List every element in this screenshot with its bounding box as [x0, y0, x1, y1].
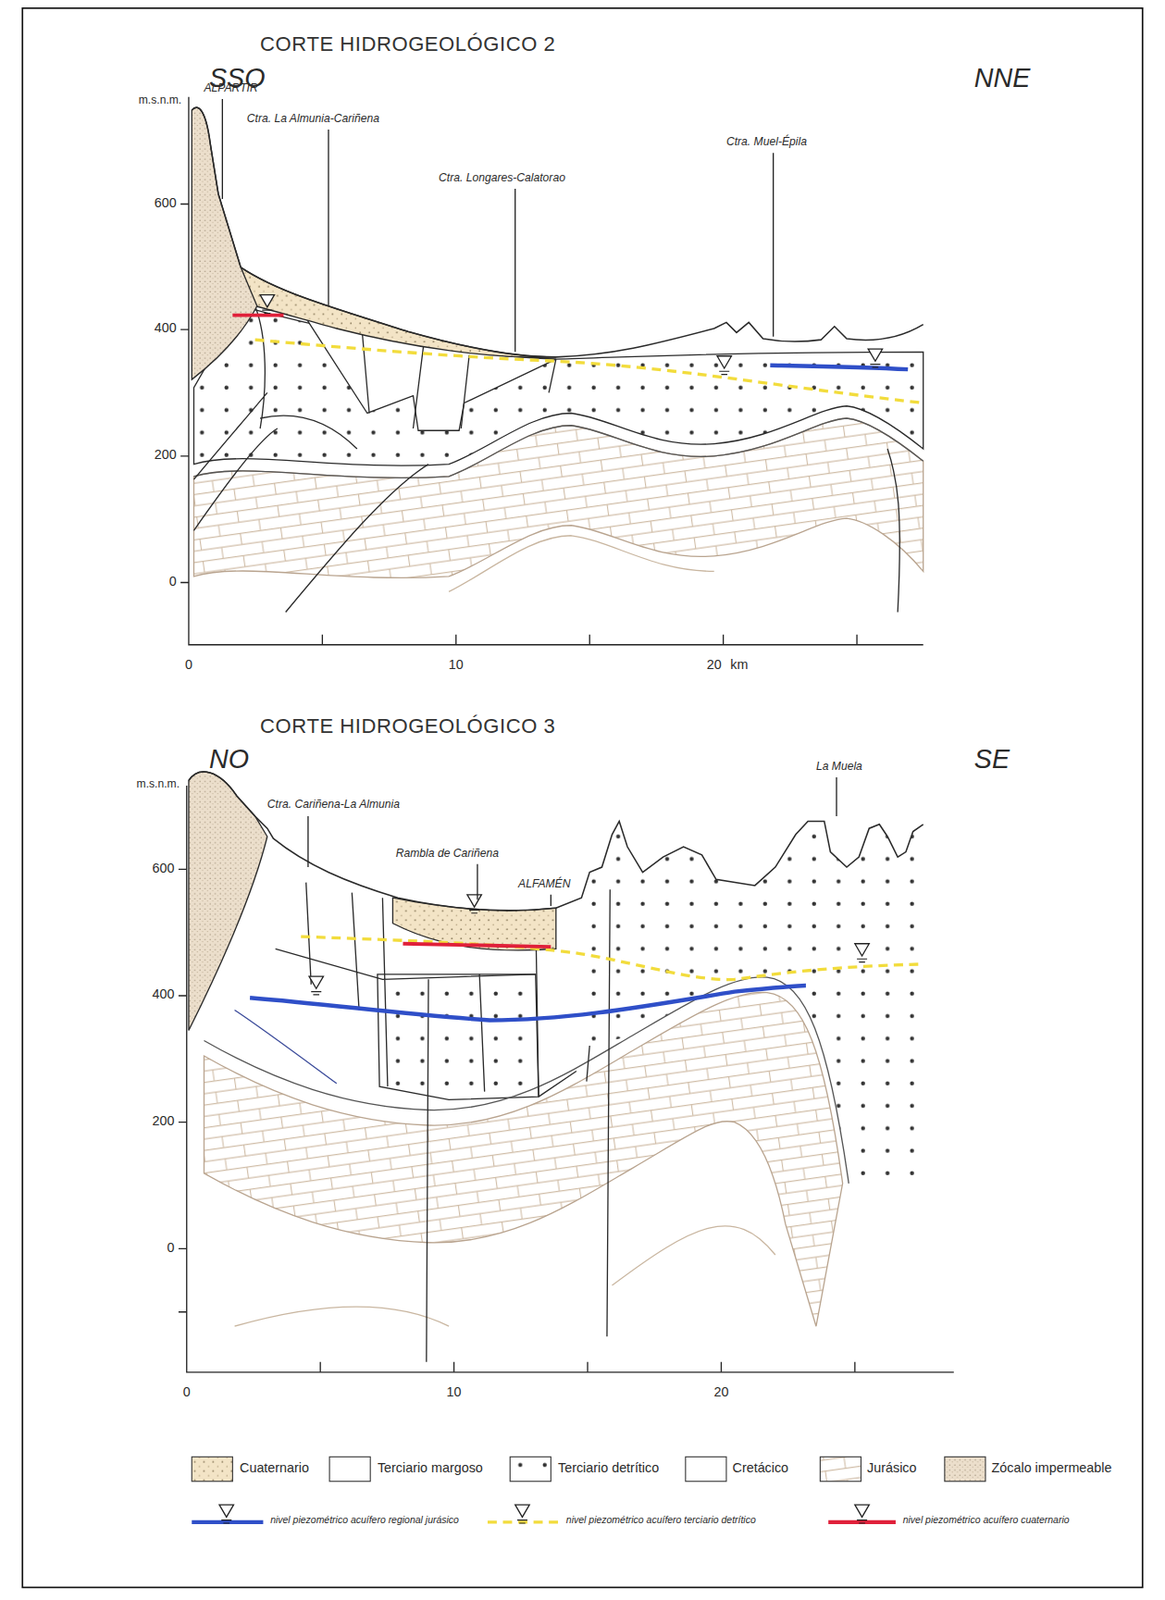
place-label: Ctra. La Almunia-Cariñena [247, 111, 380, 125]
axis-label: 600 [152, 860, 175, 876]
section-title: CORTE HIDROGEOLÓGICO 3 [260, 714, 556, 738]
place-label: La Muela [816, 759, 863, 773]
place-label: Ctra. Muel-Épila [726, 135, 807, 149]
place-label: Ctra. Cariñena-La Almunia [267, 797, 400, 811]
orientation-label: NNE [974, 62, 1031, 94]
legend-text: Cuaternario [239, 1461, 310, 1476]
legend-text: Jurásico [867, 1461, 917, 1476]
axis-label: 0 [183, 1385, 191, 1401]
axis-label: 0 [185, 657, 193, 673]
axis-label: 400 [152, 987, 175, 1003]
axis-label: 10 [448, 657, 464, 673]
orientation-label: SE [974, 744, 1010, 776]
legend-text: nivel piezométrico acuífero regional jur… [270, 1514, 459, 1526]
legend-text: Terciario detrítico [557, 1461, 659, 1476]
legend-text: Cretácico [732, 1461, 790, 1476]
axis-label: 20 [706, 657, 722, 673]
place-label: Ctra. Longares-Calatorao [438, 171, 566, 185]
axis-label: 200 [152, 1114, 175, 1129]
axis-label: km [730, 657, 748, 673]
axis-label: 20 [713, 1385, 729, 1401]
place-label: ALFAMÉN [518, 877, 571, 891]
legend-text: nivel piezométrico acuífero terciario de… [566, 1514, 757, 1526]
axis-label: 400 [154, 321, 177, 336]
axis-label: m.s.n.m. [138, 93, 182, 107]
axis-label: 0 [169, 574, 177, 590]
legend-text: Terciario margoso [377, 1461, 484, 1476]
place-label: Rambla de Cariñena [396, 846, 499, 860]
section-title: CORTE HIDROGEOLÓGICO 2 [260, 32, 556, 56]
orientation-label: NO [209, 744, 249, 776]
place-label: ALPARTIR [203, 81, 258, 95]
legend-text: Zócalo impermeable [991, 1461, 1113, 1476]
axis-label: 600 [154, 196, 177, 211]
axis-label: 10 [446, 1385, 462, 1401]
legend-text: nivel piezométrico acuífero cuaternario [903, 1514, 1070, 1526]
axis-label: m.s.n.m. [136, 777, 180, 791]
axis-label: 200 [154, 447, 177, 463]
axis-label: 0 [167, 1240, 175, 1256]
